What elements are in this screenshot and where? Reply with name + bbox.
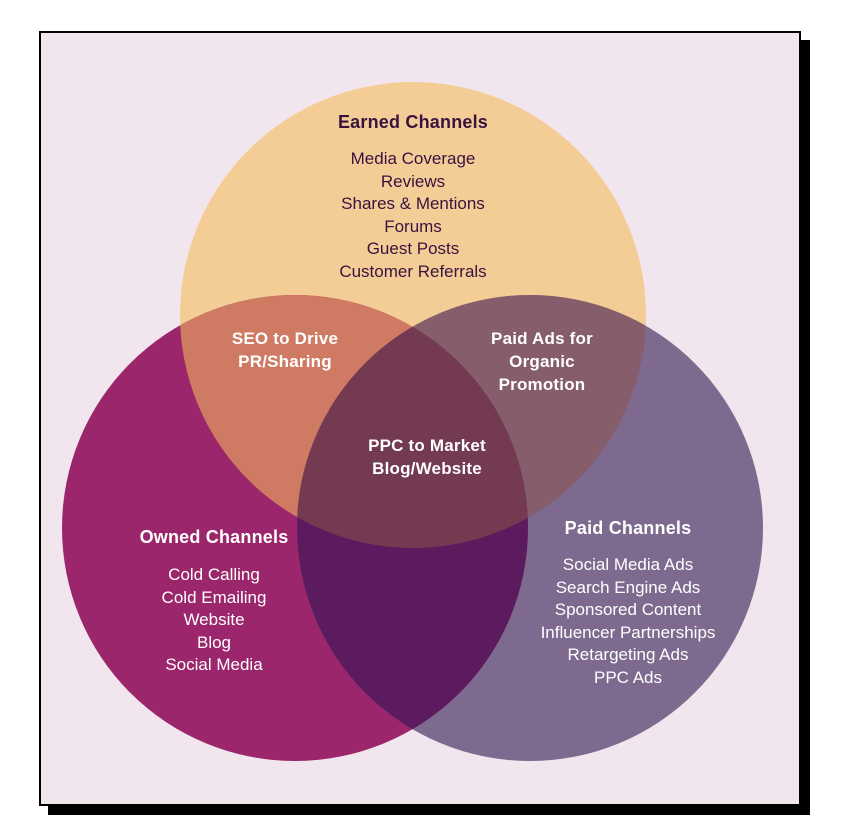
center-overlap-region bbox=[297, 295, 528, 548]
earned-channel-item: Reviews bbox=[380, 171, 446, 191]
paid-channel-item: Retargeting Ads bbox=[567, 645, 689, 664]
owned-channel-item: Website bbox=[183, 610, 245, 629]
earned-channel-item: Shares & Mentions bbox=[341, 194, 485, 213]
center-overlap-line: PPC to Market bbox=[368, 436, 486, 455]
paid-channel-item: Social Media Ads bbox=[562, 555, 694, 574]
owned-channel-item: Blog bbox=[196, 632, 232, 652]
earned-channel-item: Media Coverage bbox=[350, 149, 476, 168]
earned-channel-item: Customer Referrals bbox=[339, 261, 487, 281]
owned-channel-item: Social Media bbox=[165, 655, 263, 674]
paid-channel-item: Search Engine Ads bbox=[555, 577, 701, 597]
owned-channel-item: Cold Calling bbox=[168, 565, 260, 584]
paid-channel-item: Sponsored Content bbox=[554, 600, 702, 619]
venn-circles bbox=[62, 82, 763, 761]
earned-channel-item: Forums bbox=[384, 216, 442, 236]
earned-paid-overlap-line: Organic bbox=[509, 352, 575, 371]
owned-channel-item: Cold Emailing bbox=[161, 587, 267, 607]
earned-owned-overlap-line: PR/Sharing bbox=[238, 352, 332, 371]
earned-paid-overlap-line: Paid Ads for bbox=[491, 329, 593, 348]
center-overlap-line: Blog/Website bbox=[372, 459, 482, 478]
paid-channels-title: Paid Channels bbox=[564, 518, 692, 538]
owned-channels-title: Owned Channels bbox=[139, 527, 289, 547]
earned-owned-overlap-line: SEO to Drive bbox=[231, 329, 339, 348]
paid-channel-item: Influencer Partnerships bbox=[540, 622, 716, 642]
earned-channels-title: Earned Channels bbox=[337, 112, 489, 132]
earned-channel-item: Guest Posts bbox=[366, 239, 460, 258]
earned-paid-overlap-line: Promotion bbox=[498, 375, 586, 394]
paid-channel-item: PPC Ads bbox=[593, 667, 663, 687]
